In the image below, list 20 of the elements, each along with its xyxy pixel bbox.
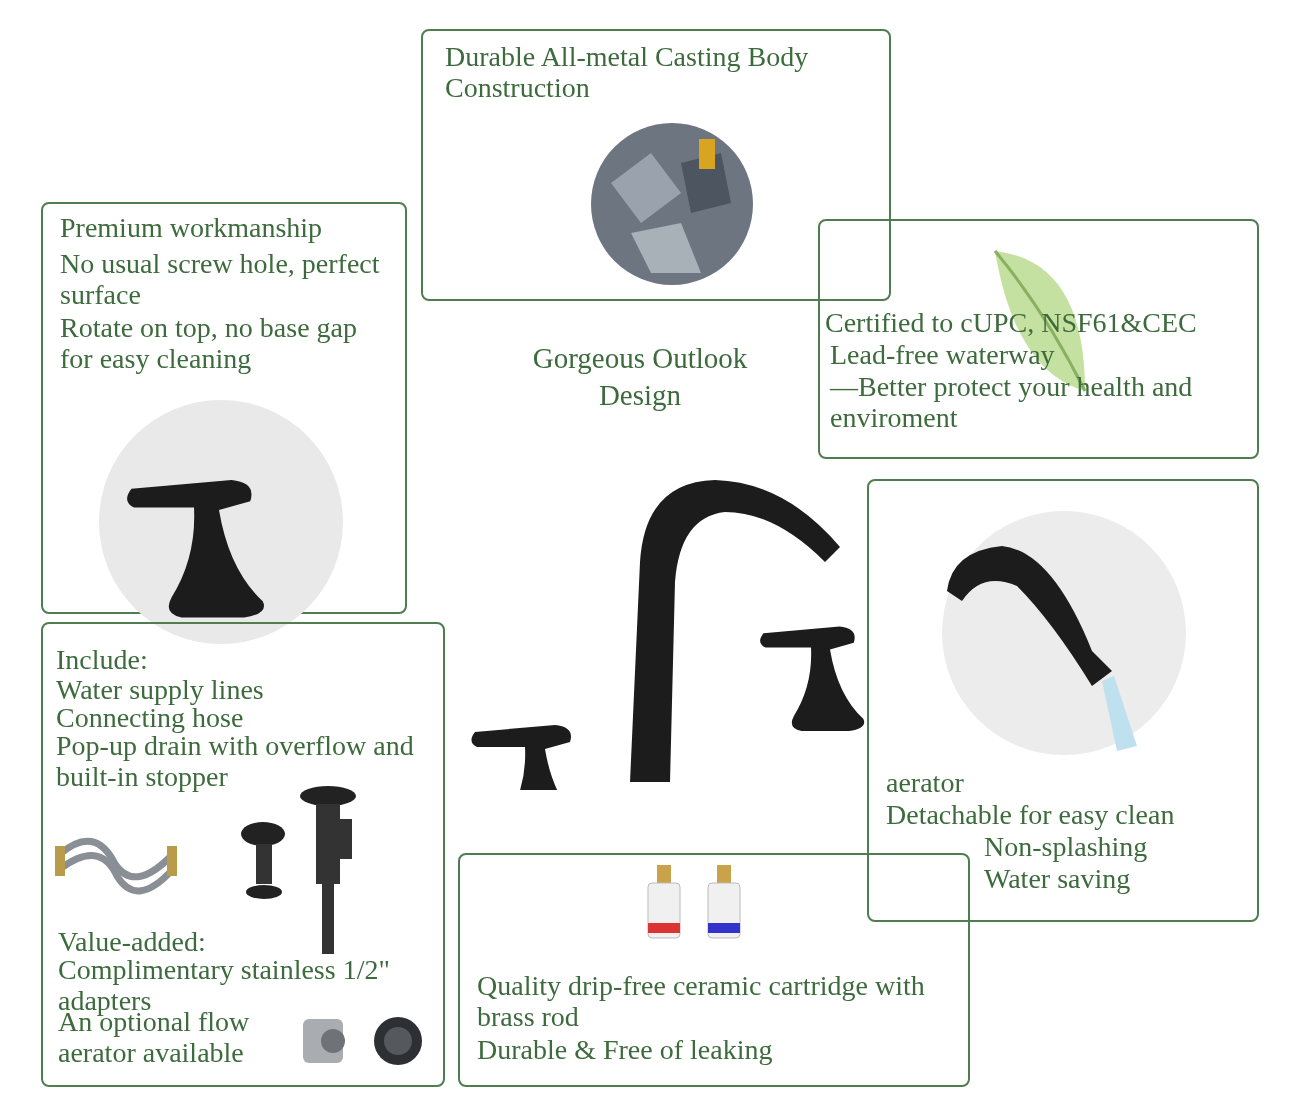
feature-text: Lead-free waterway <box>830 339 1056 370</box>
feature-heading: Durable All-metal Casting Body Construction <box>445 41 810 103</box>
feature-text: No usual screw hole, perfect surface <box>60 248 380 310</box>
feature-panel <box>818 219 1259 459</box>
feature-panel <box>41 622 445 1087</box>
feature-text: aerator <box>886 767 965 798</box>
feature-text: Rotate on top, no base gap for easy cleaning <box>60 312 359 374</box>
feature-panel <box>421 29 891 301</box>
feature-caption: Gorgeous Outlook Design <box>531 341 749 413</box>
feature-panel <box>458 853 970 1087</box>
feature-text: —Better protect your health and enviroment <box>830 371 1194 433</box>
feature-text: Water saving <box>984 863 1132 894</box>
feature-text: Non-splashing <box>984 831 1149 862</box>
feature-text: Include: <box>56 644 149 675</box>
feature-text: Durable & Free of leaking <box>477 1034 774 1065</box>
feature-text: Premium workmanship <box>60 212 324 243</box>
feature-text: Quality drip-free ceramic cartridge with brass rod <box>477 970 926 1032</box>
feature-text: Detachable for easy clean <box>886 799 1176 830</box>
feature-text: Value-added: <box>58 926 207 957</box>
feature-panel <box>867 479 1259 922</box>
